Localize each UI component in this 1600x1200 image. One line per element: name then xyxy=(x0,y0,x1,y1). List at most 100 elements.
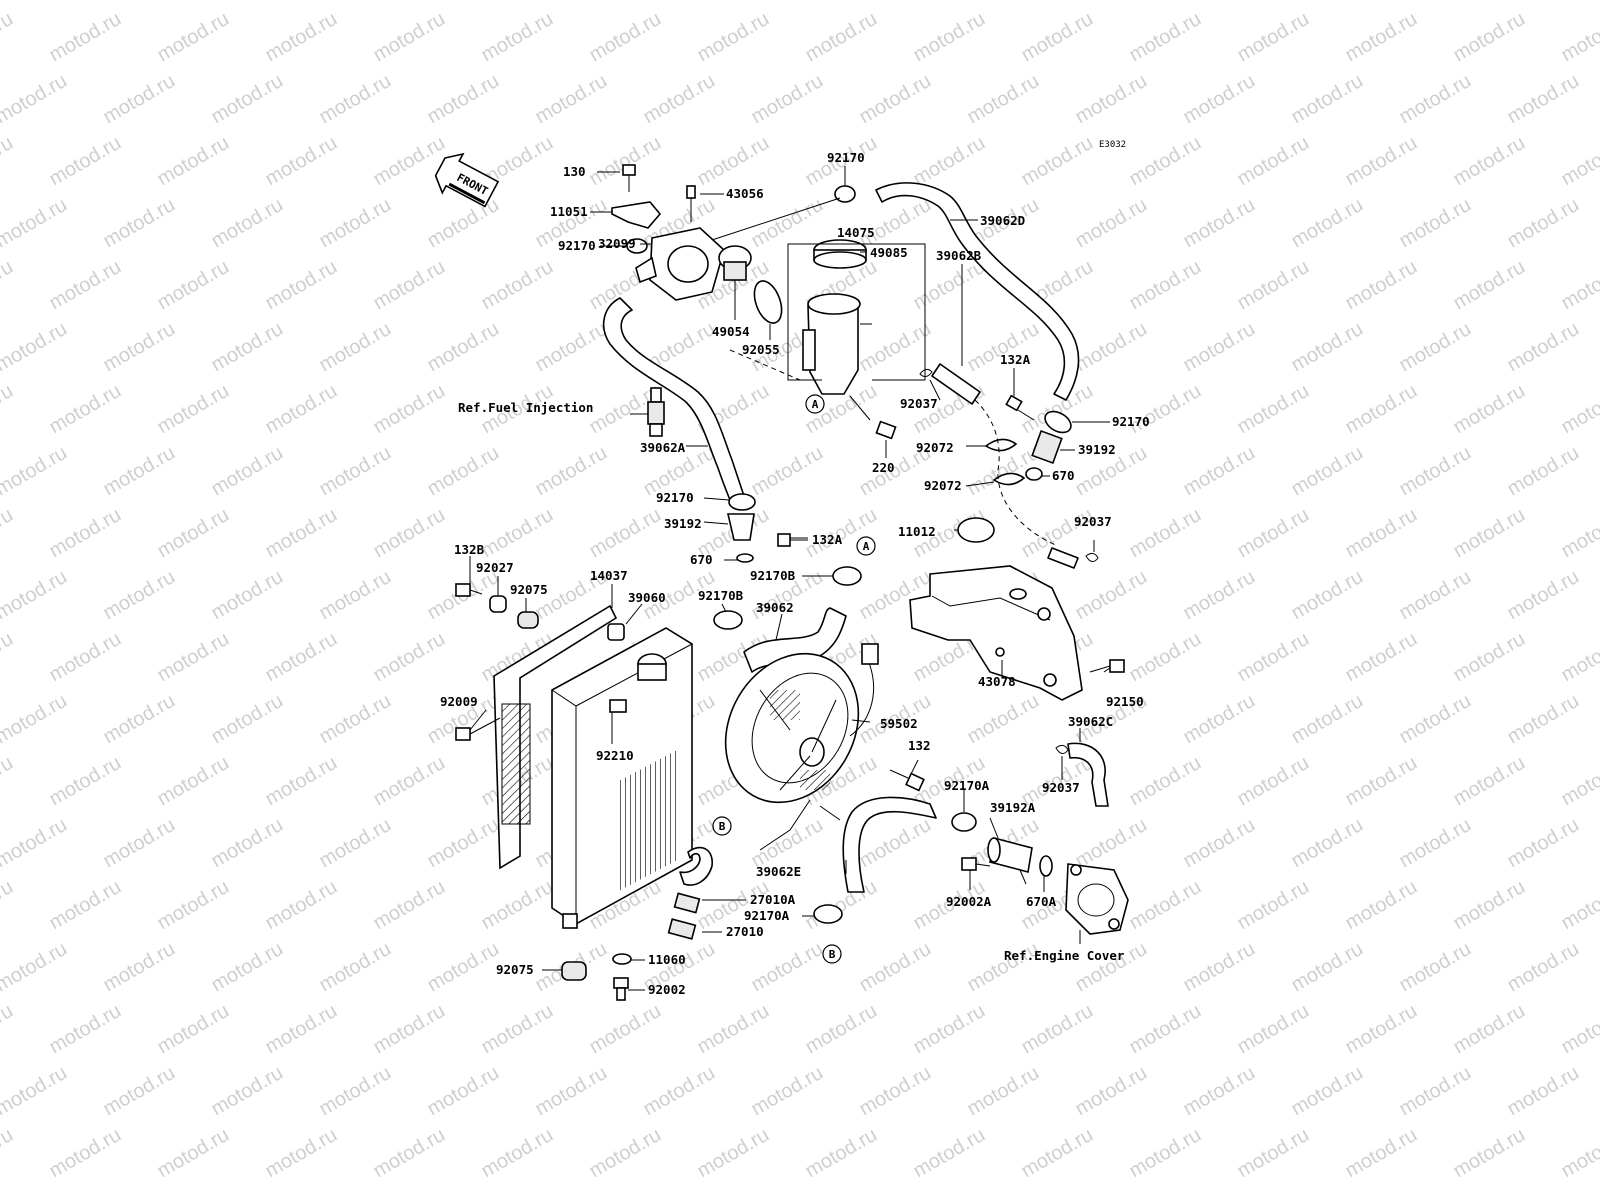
watermark-text: motod.ru xyxy=(1234,132,1313,191)
group-bracket-14075-top xyxy=(787,243,926,258)
watermark-text: motod.ru xyxy=(802,1124,881,1183)
watermark-text: motod.ru xyxy=(0,256,17,315)
watermark-text: motod.ru xyxy=(154,132,233,191)
watermark-text: motod.ru xyxy=(694,1000,773,1059)
watermark-text: motod.ru xyxy=(748,442,827,501)
part-label-39192a: 39192A xyxy=(990,800,1036,815)
bolt-132-part xyxy=(889,769,925,792)
part-label-39062b: 39062B xyxy=(936,248,982,263)
bleeder-43056-part xyxy=(686,185,696,222)
watermark-text: motod.ru xyxy=(910,132,989,191)
watermark-text: motod.ru xyxy=(586,1000,665,1059)
front-arrow-icon: FRONT xyxy=(434,152,500,208)
watermark-text: motod.ru xyxy=(1396,814,1475,873)
watermark-text: motod.ru xyxy=(1396,566,1475,625)
part-label-92075-top: 92075 xyxy=(510,582,548,597)
watermark-text: motod.ru xyxy=(316,318,395,377)
bolt-130-part xyxy=(622,164,636,192)
oring-670A-part xyxy=(1039,855,1053,877)
watermark-text: motod.ru xyxy=(1126,752,1205,811)
watermark-text: motod.ru xyxy=(1288,70,1367,129)
watermark-text: motod.ru xyxy=(370,1124,449,1183)
watermark-text: motod.ru xyxy=(856,814,935,873)
watermark-text: motod.ru xyxy=(532,318,611,377)
watermark-text: motod.ru xyxy=(208,566,287,625)
watermark-text: motod.ru xyxy=(1342,380,1421,439)
part-label-92002a: 92002A xyxy=(946,894,992,909)
outlet-elbow-part xyxy=(679,846,713,886)
grommet-92075-low-part xyxy=(561,961,587,981)
watermark-text: motod.ru xyxy=(640,70,719,129)
part-label-39062c: 39062C xyxy=(1068,714,1113,729)
watermark-text: motod.ru xyxy=(154,1124,233,1183)
watermark-text: motod.ru xyxy=(46,380,125,439)
watermark-text: motod.ru xyxy=(964,70,1043,129)
watermark-text: motod.ru xyxy=(46,628,125,687)
watermark-text: motod.ru xyxy=(1288,814,1367,873)
watermark-text: motod.ru xyxy=(1180,938,1259,997)
watermark-text: motod.ru xyxy=(1234,628,1313,687)
watermark-text: motod.ru xyxy=(1504,814,1583,873)
hose-39062C-part xyxy=(1067,742,1109,807)
watermark-text: motod.ru xyxy=(1450,256,1529,315)
watermark-text: motod.ru xyxy=(370,1000,449,1059)
group-bracket-14075-left xyxy=(787,258,822,381)
svg-text:B: B xyxy=(719,820,726,833)
watermark-text: motod.ru xyxy=(1504,690,1583,749)
watermark-text: motod.ru xyxy=(424,814,503,873)
watermark-text: motod.ru xyxy=(964,938,1043,997)
watermark-text: motod.ru xyxy=(316,938,395,997)
watermark-text: motod.ru xyxy=(1018,1000,1097,1059)
watermark-text: motod.ru xyxy=(1234,504,1313,563)
watermark-text: motod.ru xyxy=(208,814,287,873)
watermark-text: motod.ru xyxy=(910,8,989,67)
watermark-text: motod.ru xyxy=(208,442,287,501)
hose-39062-vent-part xyxy=(1047,547,1079,569)
watermark-text: motod.ru xyxy=(532,442,611,501)
watermark-text: motod.ru xyxy=(1396,690,1475,749)
part-label-92170-top: 92170 xyxy=(827,150,865,165)
watermark-text: motod.ru xyxy=(1396,442,1475,501)
watermark-text: motod.ru xyxy=(1558,1000,1600,1059)
watermark-text: motod.ru xyxy=(424,0,503,4)
oring-670-mid-part xyxy=(736,553,754,563)
part-label-92075-low: 92075 xyxy=(496,962,534,977)
watermark-text: motod.ru xyxy=(640,1062,719,1121)
watermark-text: motod.ru xyxy=(532,0,611,4)
clamp-92170-mid-part xyxy=(728,493,756,511)
watermark-text: motod.ru xyxy=(1504,70,1583,129)
part-label-14075: 14075 xyxy=(837,225,875,240)
watermark-text: motod.ru xyxy=(964,0,1043,4)
watermark-text: motod.ru xyxy=(910,1124,989,1183)
watermark-text: motod.ru xyxy=(154,1000,233,1059)
watermark-text: motod.ru xyxy=(1504,318,1583,377)
watermark-text: motod.ru xyxy=(1180,318,1259,377)
watermark-text: motod.ru xyxy=(1558,876,1600,935)
reservoir-cap-11012-part xyxy=(957,517,995,543)
watermark-text: motod.ru xyxy=(1234,8,1313,67)
watermark-text: motod.ru xyxy=(208,318,287,377)
watermark-text: motod.ru xyxy=(370,132,449,191)
part-label-59502: 59502 xyxy=(880,716,918,731)
part-label-39062d: 39062D xyxy=(980,213,1025,228)
watermark-text: motod.ru xyxy=(1450,876,1529,935)
part-label-670-right: 670 xyxy=(1052,468,1075,483)
clamp-92072-a-part xyxy=(984,438,1018,452)
watermark-text: motod.ru xyxy=(262,876,341,935)
sensor-fuel-injection-part xyxy=(647,387,665,437)
watermark-text: motod.ru xyxy=(748,70,827,129)
part-label-14037: 14037 xyxy=(590,568,628,583)
part-label-92170b-b: 92170B xyxy=(698,588,744,603)
watermark-text: motod.ru xyxy=(748,938,827,997)
clamp-92170A-b-part xyxy=(813,904,843,924)
watermark-text: motod.ru xyxy=(586,504,665,563)
watermark-text: motod.ru xyxy=(478,876,557,935)
watermark-text: motod.ru xyxy=(532,1062,611,1121)
watermark-text: motod.ru xyxy=(586,132,665,191)
part-label-92037-low: 92037 xyxy=(1042,780,1080,795)
watermark-text: motod.ru xyxy=(100,194,179,253)
watermark-text: motod.ru xyxy=(1504,0,1583,4)
watermark-text: motod.ru xyxy=(262,8,341,67)
